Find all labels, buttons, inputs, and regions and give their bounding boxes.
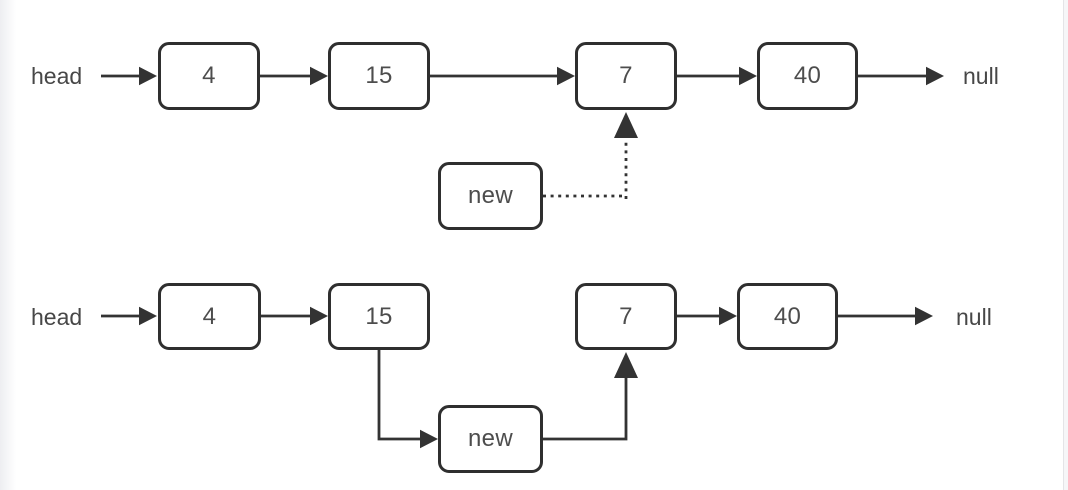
top-node-7: 7 <box>575 42 677 110</box>
bottom-node-15: 15 <box>328 283 430 350</box>
bottom-arrowhead-4-to-15 <box>310 306 328 326</box>
bottom-arrowhead-15-to-new <box>420 429 438 449</box>
bottom-node-4-value: 4 <box>202 302 217 330</box>
bottom-null-label: null <box>956 304 992 330</box>
bottom-connector-15-to-new-line <box>377 350 421 441</box>
top-null-label: null <box>963 63 999 89</box>
bottom-connector-new-to-7-line <box>543 377 628 441</box>
bottom-node-7-value: 7 <box>619 302 633 330</box>
top-node-4: 4 <box>158 42 260 110</box>
bottom-arrowhead-new-to-7 <box>614 352 638 378</box>
bottom-node-40-value: 40 <box>773 302 802 330</box>
top-node-new: new <box>438 162 543 230</box>
top-node-new-value: new <box>468 182 513 209</box>
bottom-arrowhead-40-to-null <box>915 306 933 326</box>
bottom-node-15-value: 15 <box>365 302 393 330</box>
left-edge-shadow <box>0 0 16 490</box>
top-arrowhead-4-to-15 <box>310 66 328 86</box>
bottom-node-40: 40 <box>737 283 838 350</box>
top-arrowhead-40-to-null <box>926 66 944 86</box>
bottom-node-4: 4 <box>158 283 261 350</box>
top-node-15: 15 <box>328 42 430 110</box>
bottom-head-label: head <box>31 304 83 330</box>
top-node-40-value: 40 <box>793 62 822 89</box>
right-edge-border <box>1063 0 1068 490</box>
top-arrowhead-15-to-7 <box>557 66 575 86</box>
bottom-node-7: 7 <box>575 283 677 350</box>
top-dotted-arrowhead-new-to-7 <box>614 112 638 138</box>
top-node-4-value: 4 <box>202 62 216 89</box>
bottom-arrowhead-head-to-4 <box>139 306 157 326</box>
top-arrowhead-head-to-4 <box>139 66 157 86</box>
bottom-arrowhead-7-to-40 <box>719 306 737 326</box>
top-node-15-value: 15 <box>365 62 393 89</box>
bottom-node-new: new <box>438 405 543 473</box>
bottom-node-new-value: new <box>468 425 513 452</box>
top-node-40: 40 <box>757 42 858 110</box>
top-head-label: head <box>31 63 83 89</box>
top-node-7-value: 7 <box>619 62 633 89</box>
top-arrowhead-7-to-40 <box>739 66 757 86</box>
